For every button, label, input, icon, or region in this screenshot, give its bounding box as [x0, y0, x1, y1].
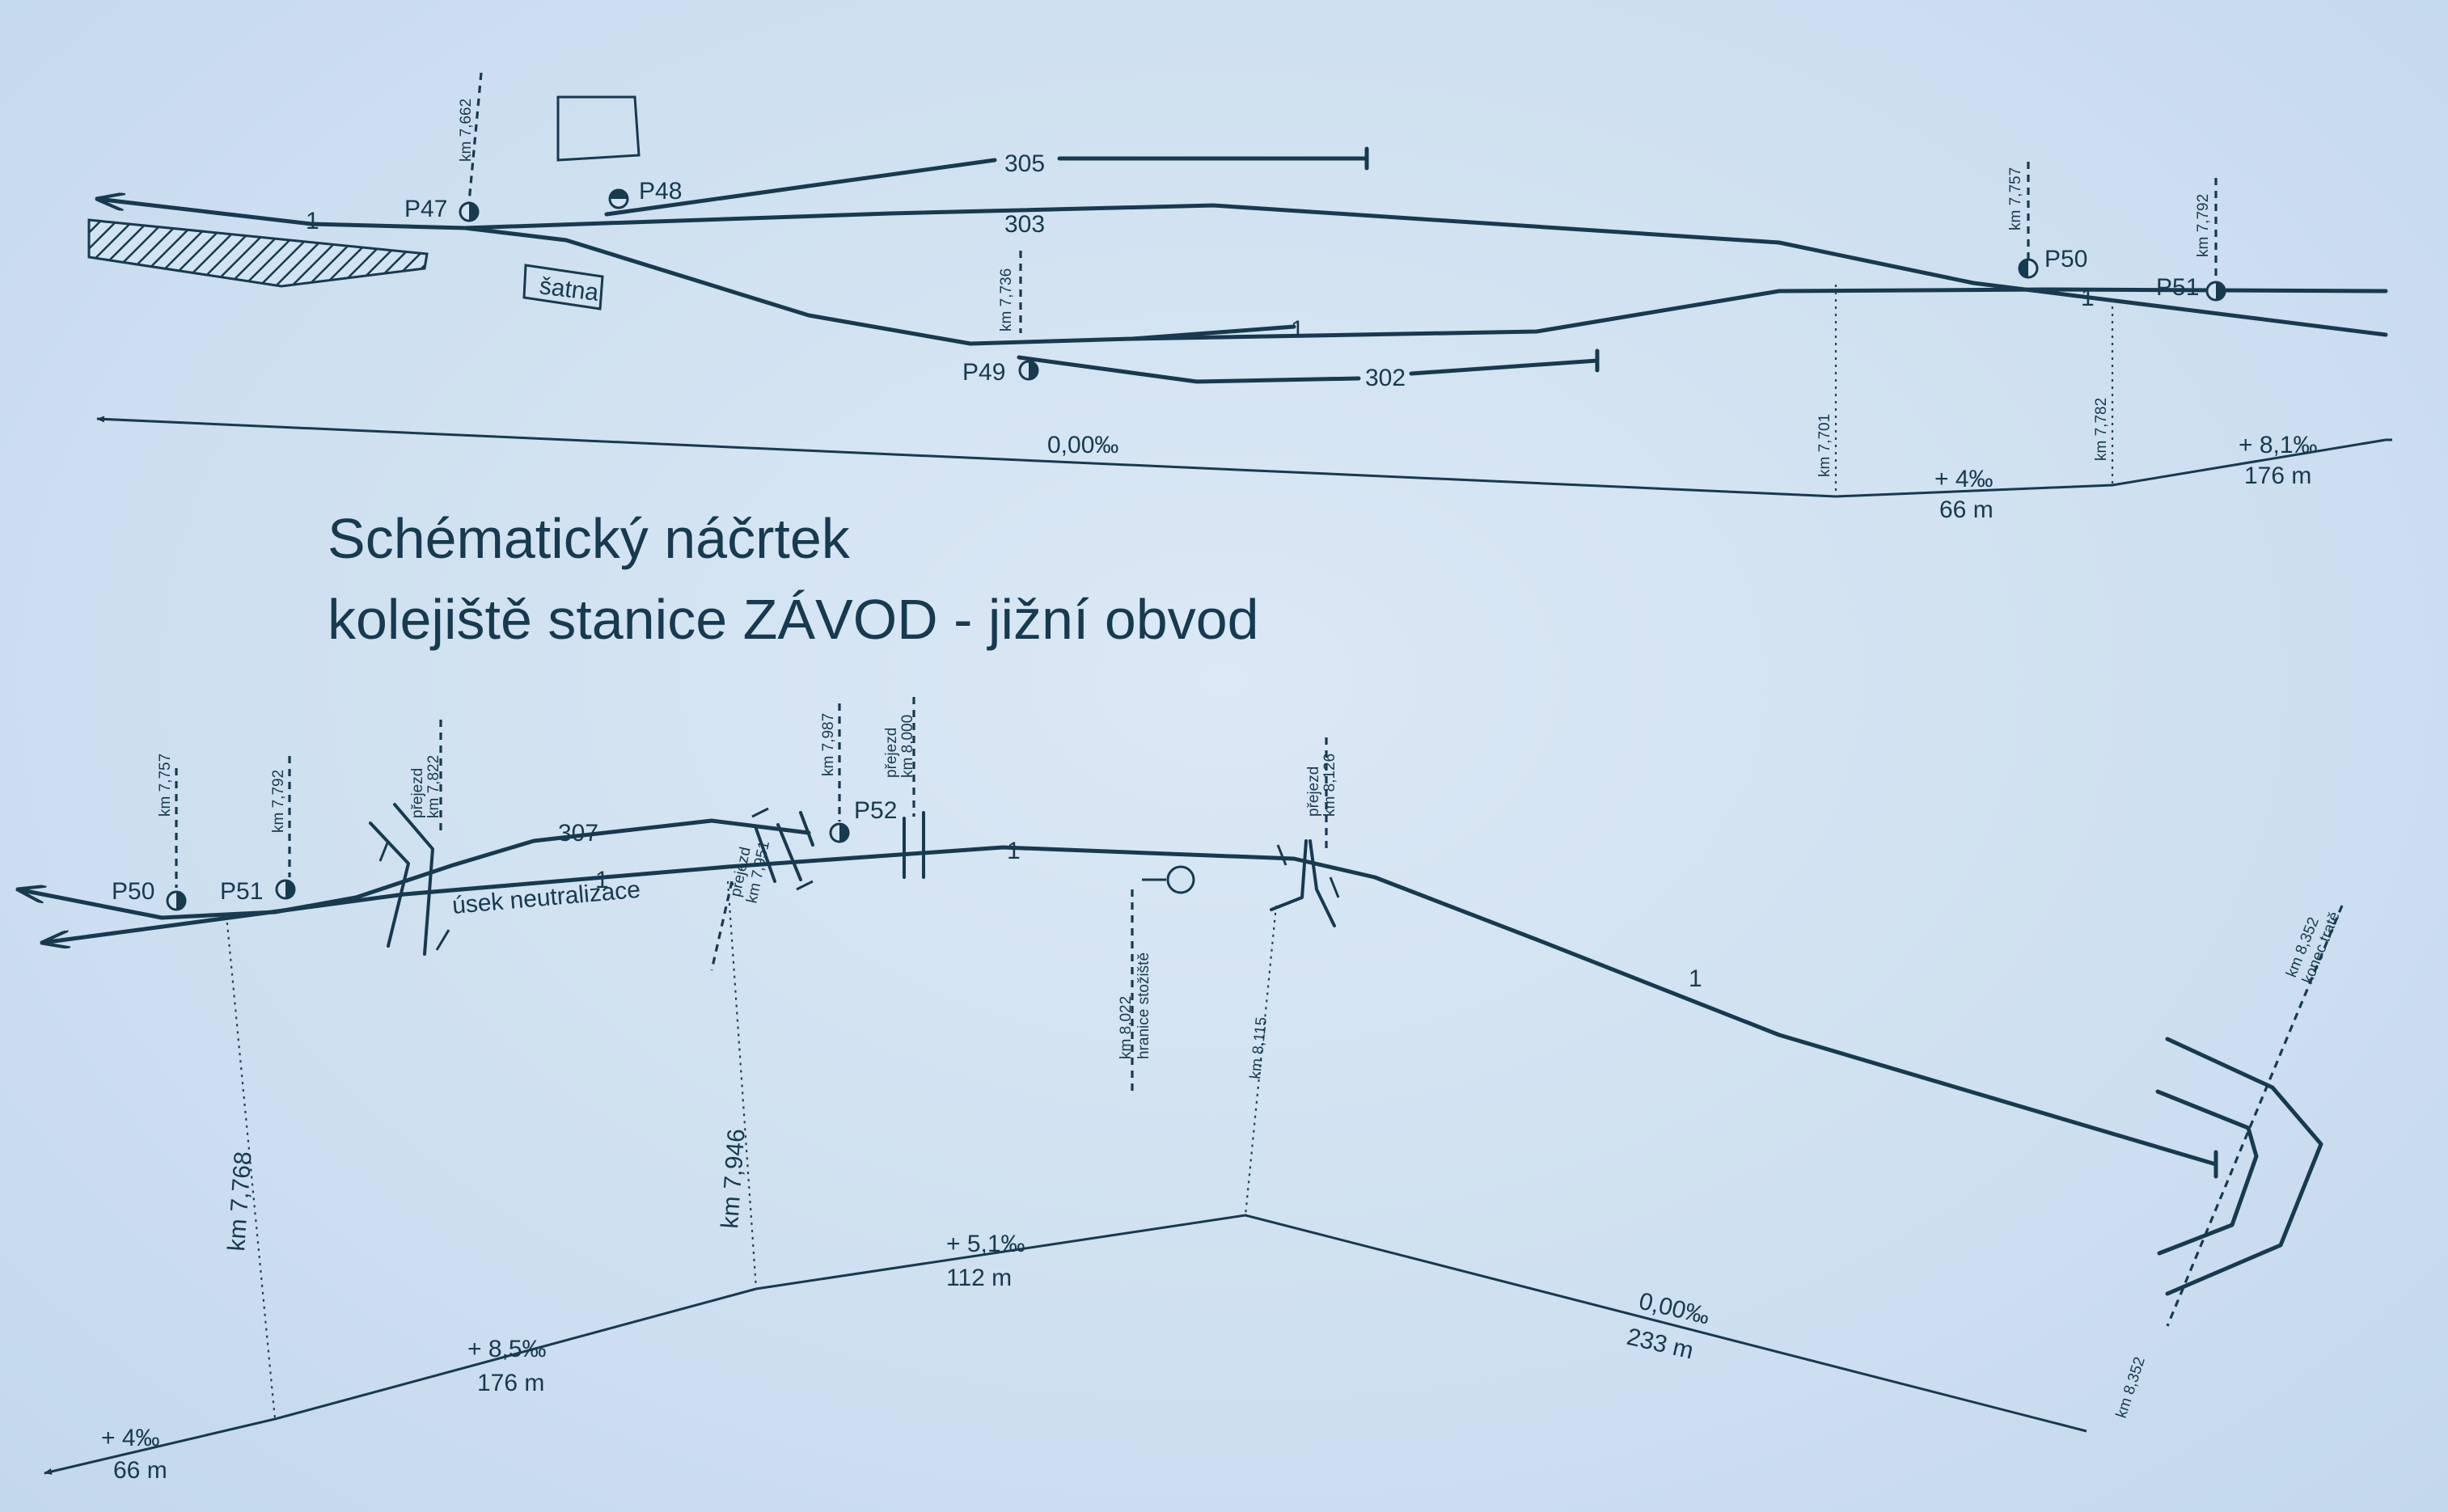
signal-p51-bottom: P51 [220, 878, 296, 905]
end-km-line [2166, 905, 2344, 1327]
signal-label: P47 [404, 196, 447, 222]
level-crossing-1: přejezd km 7,822 [369, 720, 450, 956]
signal-p47: P47 [404, 196, 480, 222]
track-1-east [1130, 287, 2388, 341]
gradient-length: 176 m [477, 1370, 544, 1396]
top-diagram: šatna 1 303 305 302 1 1 P47 P48 P49 P50 [87, 72, 2392, 523]
signal-p49: P49 [962, 359, 1039, 386]
crossing-label: přejezd [1305, 767, 1322, 817]
level-crossing-2: přejezd km 8,000 [883, 697, 925, 879]
boundary-icon [1166, 865, 1195, 894]
profile-km: km 7,946 [717, 1128, 750, 1229]
track-label: 1 [595, 867, 609, 893]
track-label: 1 [306, 208, 319, 234]
profile-line [1835, 438, 2387, 498]
platform-hatched [87, 218, 429, 288]
track-305 [604, 158, 997, 217]
signal-label: P51 [2156, 274, 2199, 301]
km-label: km 7,736 [998, 268, 1015, 332]
km-label: km 7,987 [820, 713, 837, 776]
boundary-marker: km 8,022 hranice stožiště [1118, 865, 1195, 1092]
track-1-main [309, 203, 2388, 337]
km-label: km 7,792 [270, 770, 287, 833]
profile-arrow-west [96, 416, 1837, 498]
track-label: 305 [1004, 150, 1045, 177]
end-barrier-inner [2155, 1089, 2259, 1256]
boundary-km: km 8,022 [1118, 996, 1135, 1059]
signal-p50-top: P50 [2018, 246, 2087, 279]
track-302 [1017, 355, 1361, 384]
gradient-length: 66 m [1939, 496, 1993, 523]
signal-p51-top: P51 [2156, 274, 2226, 302]
track-label: 1 [2081, 285, 2095, 311]
track-302-stub [1409, 358, 1600, 376]
track-1-main [402, 845, 2218, 1167]
track-label: 307 [558, 820, 598, 847]
crossing-km: km 8,126 [1321, 754, 1338, 817]
signal-label: P51 [220, 878, 263, 905]
track-label: 1 [1689, 965, 1702, 992]
signal-label: P49 [962, 359, 1005, 386]
building-satna: šatna [522, 264, 604, 310]
km-label: km 7,757 [2007, 167, 2024, 230]
signal-label: P50 [2044, 246, 2087, 272]
diagram-title-line1: Schématický náčrtek [328, 507, 851, 570]
building-box [556, 95, 641, 162]
km-label: km 7,757 [157, 754, 174, 817]
profile-line [44, 1214, 2087, 1475]
crossing-km: km 8,000 [899, 715, 916, 778]
gradient-length: 66 m [113, 1457, 167, 1484]
profile-km-label: km 7,782 [2093, 398, 2110, 461]
profile-dotted [1244, 905, 1278, 1216]
crossing-label: přejezd [409, 768, 426, 818]
end-barrier [2165, 1037, 2323, 1296]
track-label: 1 [1007, 838, 1021, 864]
track-label: 303 [1004, 211, 1045, 238]
crossing-km: km 7,822 [425, 755, 442, 818]
track-1-west-arrow [97, 199, 314, 226]
signal-p50-bottom: P50 [112, 878, 187, 911]
profile-km: km 8,352 [2113, 1355, 2149, 1421]
km-line [467, 72, 483, 203]
track-label: 302 [1365, 365, 1406, 391]
gradient-length: 176 m [2244, 462, 2311, 489]
signal-p48: P48 [608, 178, 682, 209]
gradient-length: 112 m [946, 1265, 1012, 1291]
gradient-value: + 5,1‰ [946, 1231, 1025, 1257]
gradient-length: 233 m [1624, 1324, 1696, 1365]
boundary-label: hranice stožiště [1135, 952, 1152, 1059]
gradient-value: 0,00‰ [1636, 1288, 1712, 1330]
signal-label: P50 [112, 878, 154, 905]
km-label: km 7,662 [458, 99, 475, 162]
signal-p52: P52 [829, 797, 897, 843]
gradient-value: + 8,5‰ [467, 1336, 547, 1362]
gradient-value: + 4‰ [101, 1425, 160, 1451]
gradient-value: 0,00‰ [1047, 432, 1118, 458]
track-label: 1 [1291, 316, 1304, 343]
signal-label: P52 [854, 797, 897, 824]
signal-label: P48 [639, 178, 682, 205]
crossing-label: přejezd [883, 728, 900, 778]
profile-dotted [726, 881, 758, 1290]
profile-km: km 8,115 [1247, 1016, 1271, 1080]
level-crossing-4: přejezd km 8,126 [1270, 737, 1340, 927]
track-upper-west-arrow [18, 889, 164, 920]
gradient-value: + 4‰ [1934, 466, 1993, 492]
track-1-west-arrow [42, 892, 407, 943]
profile-km: km 7,768 [223, 1151, 257, 1252]
diagram-title-line2: kolejiště stanice ZÁVOD - jižní obvod [328, 588, 1259, 651]
profile-km-label: km 7,701 [1816, 414, 1833, 477]
km-label: km 7,792 [2195, 194, 2212, 257]
bottom-diagram: km 8,352 konec tratě 307 1 1 1 úsek neut… [18, 697, 2344, 1484]
gradient-value: + 8,1‰ [2239, 432, 2318, 458]
